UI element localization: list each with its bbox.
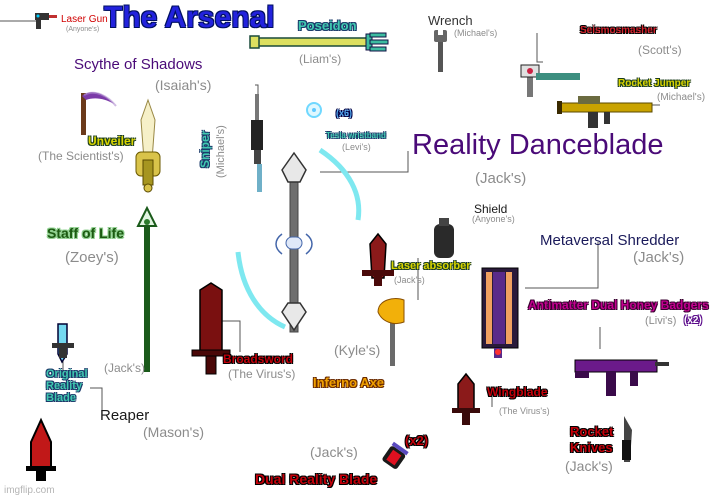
rocket-knives-name-line-1: Rocket <box>570 424 614 439</box>
seismosmasher-name: Seismosmasher <box>580 25 657 36</box>
dual-reality-blade-name: Dual Reality Blade <box>255 471 378 487</box>
absorber-icon <box>362 232 394 286</box>
original-reality-blade-owner: (Jack's) <box>104 361 145 375</box>
cyan-blade-icon <box>52 323 74 364</box>
sniper-name: Sniper <box>198 130 212 168</box>
tesla-owner: (Levi's) <box>342 142 371 152</box>
laser-absorber-owner: (Jack's) <box>394 275 425 285</box>
tesla-multiplier: (x6) <box>336 108 353 118</box>
original-reality-blade-name-line-3: Blade <box>46 392 76 404</box>
poseidon-name: Poseidon <box>298 18 357 33</box>
scythe-name: Scythe of Shadows <box>74 56 203 73</box>
wingblade-name: Wingblade <box>487 385 548 399</box>
staff-of-life-name: Staff of Life <box>47 225 124 241</box>
reaper-owner: (Mason's) <box>143 424 205 440</box>
reality-danceblade-owner: (Jack's) <box>475 170 527 187</box>
rocket-jumper-owner: (Michael's) <box>657 92 706 103</box>
rocket-launcher-icon <box>557 96 653 128</box>
dual-reality-blade-owner: (Jack's) <box>310 444 358 460</box>
rocket-jumper-name: Rocket Jumper <box>618 78 691 89</box>
laser-gun-name: Laser Gun <box>61 14 108 25</box>
broadsword-icon <box>191 282 231 375</box>
laser-gun-icon <box>35 13 57 29</box>
smg-icon <box>574 359 669 396</box>
antimatter-name: Antimatter Dual Honey Badgers <box>528 298 709 312</box>
broadsword-owner: (The Virus's) <box>228 367 296 381</box>
rocket-knives-owner: (Jack's) <box>565 458 613 474</box>
sniper-icon <box>251 94 263 192</box>
laser-gun-owner: (Anyone's) <box>66 26 100 33</box>
wrench-owner: (Michael's) <box>454 28 498 38</box>
shield-name: Shield <box>474 202 508 216</box>
seismosmasher-owner: (Scott's) <box>638 43 682 57</box>
wrench-name: Wrench <box>428 13 473 28</box>
knife-icon <box>622 416 632 462</box>
wrench-icon <box>434 30 447 72</box>
antimatter-owner: (Livi's) <box>645 315 677 327</box>
metaversal-shredder-owner: (Jack's) <box>633 249 685 266</box>
golden-sword-icon <box>135 98 161 193</box>
inferno-axe-name: Inferno Axe <box>313 375 385 390</box>
dual-blade-icon <box>382 441 409 469</box>
watermark: imgflip.com <box>4 485 55 496</box>
staff-icon <box>136 205 158 372</box>
wingblade-owner: (The Virus's) <box>499 406 550 416</box>
shield-owner: (Anyone's) <box>472 214 515 224</box>
trident-icon <box>249 32 389 52</box>
axe-icon <box>377 298 405 366</box>
sniper-owner: (Michael's) <box>215 125 227 178</box>
reaper-name: Reaper <box>100 407 150 424</box>
antimatter-multiplier: (x2) <box>684 315 702 326</box>
hammer-icon <box>520 64 580 97</box>
staff-of-life-owner: (Zoey's) <box>65 249 119 266</box>
page-title: The Arsenal <box>104 1 275 34</box>
metaversal-shredder-name: Metaversal Shredder <box>540 232 680 249</box>
rocket-knives-name-line-2: Knives <box>570 440 613 455</box>
tesla-orb-icon <box>306 102 322 118</box>
inferno-axe-owner: (Kyle's) <box>334 342 381 358</box>
dual-reality-blade-multiplier: (x2) <box>405 433 429 448</box>
scythe-owner: (Isaiah's) <box>155 77 212 93</box>
reaper-icon <box>26 417 56 481</box>
scythe-icon <box>81 91 117 135</box>
shredder-icon <box>481 267 519 358</box>
unveiler-owner: (The Scientist's) <box>38 149 124 163</box>
wingblade-icon <box>452 372 480 425</box>
original-reality-blade-name-line-1: Original <box>46 368 88 380</box>
shield-icon <box>434 218 454 258</box>
original-reality-blade-name-line-2: Reality <box>46 380 83 392</box>
poseidon-owner: (Liam's) <box>299 52 342 66</box>
broadsword-name: Broadsword <box>223 352 294 366</box>
unveiler-name: Unveiler <box>88 134 136 148</box>
tesla-name: Tesla wristband <box>326 131 386 140</box>
reality-danceblade-name: Reality Danceblade <box>412 129 664 161</box>
laser-absorber-name: Laser absorber <box>391 260 471 272</box>
danceblade-icon <box>235 147 362 333</box>
